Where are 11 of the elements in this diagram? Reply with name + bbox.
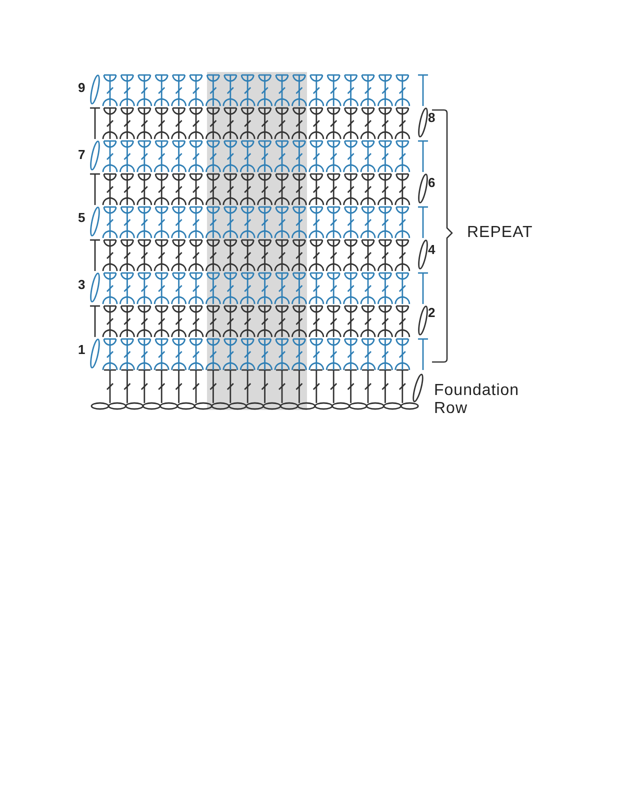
row-number: 2 xyxy=(428,306,436,320)
row-number: 7 xyxy=(78,148,86,162)
foundation-row-label: Foundation Row xyxy=(434,382,520,418)
row-number: 1 xyxy=(78,343,86,358)
repeat-label: REPEAT xyxy=(467,224,533,242)
row-number: 6 xyxy=(428,176,436,190)
row-number: 3 xyxy=(78,278,86,292)
row-number: 9 xyxy=(78,81,86,96)
row-number: 5 xyxy=(78,211,86,226)
row-number: 8 xyxy=(428,111,436,126)
row-number: 4 xyxy=(428,243,436,258)
